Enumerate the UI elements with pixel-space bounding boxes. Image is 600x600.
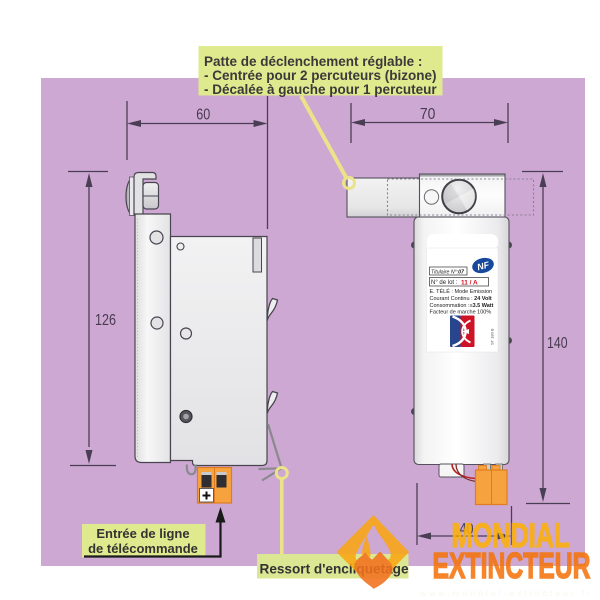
svg-text:60: 60 xyxy=(196,107,210,124)
svg-text:MONDIAL: MONDIAL xyxy=(452,517,570,555)
svg-text:140: 140 xyxy=(547,335,568,352)
svg-text:- Centrée pour 2 percuteurs (b: - Centrée pour 2 percuteurs (bizone) xyxy=(204,68,437,83)
svg-text:Titulaire N°:07: Titulaire N°:07 xyxy=(431,269,465,275)
svg-text:Facteur de marche 100%: Facteur de marche 100% xyxy=(430,310,492,316)
svg-text:ST 180 B: ST 180 B xyxy=(490,328,495,345)
svg-text:EXTINCTEUR: EXTINCTEUR xyxy=(433,545,591,586)
svg-text:Consommation :≤3.5 Watt: Consommation :≤3.5 Watt xyxy=(430,303,494,309)
svg-text:Patte de déclenchement réglabl: Patte de déclenchement réglable : xyxy=(204,54,422,69)
svg-text:- Décalée à gauche pour 1 perc: - Décalée à gauche pour 1 percuteur xyxy=(204,82,437,97)
svg-text:126: 126 xyxy=(95,312,116,329)
svg-text:11 / A: 11 / A xyxy=(461,279,478,286)
svg-text:de télécommande: de télécommande xyxy=(88,541,198,556)
svg-text:40: 40 xyxy=(460,521,474,538)
svg-text:NF: NF xyxy=(476,260,491,273)
svg-text:www.mondial-extincteur.fr: www.mondial-extincteur.fr xyxy=(419,588,592,598)
svg-text:Entrée de ligne: Entrée de ligne xyxy=(96,526,189,541)
svg-text:E. TÉLÉ : Mode Emission: E. TÉLÉ : Mode Emission xyxy=(430,288,493,295)
svg-text:Courant Continu : 24 Volt: Courant Continu : 24 Volt xyxy=(430,296,492,302)
svg-text:70: 70 xyxy=(420,106,436,123)
svg-text:N° de lot :: N° de lot : xyxy=(431,280,458,286)
